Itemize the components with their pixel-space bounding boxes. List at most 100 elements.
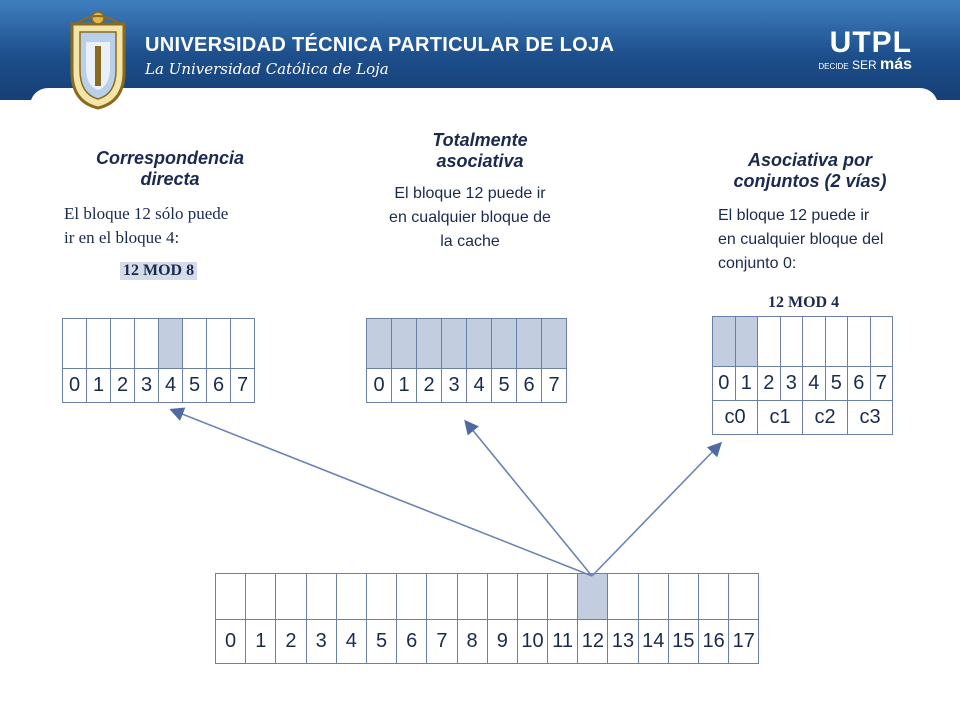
full-desc-line1: El bloque 12 puede ir [394, 185, 546, 202]
university-crest-icon [70, 11, 126, 110]
brand-tagline: DECIDE SER más [818, 56, 912, 74]
set-desc-line3: conjunto 0: [718, 255, 797, 272]
memory-slot [578, 574, 609, 620]
memory-block-number: 13 [608, 620, 639, 664]
set-cache-block-number: 7 [870, 367, 893, 401]
direct-cache-slot [63, 319, 87, 369]
memory-block-number: 16 [699, 620, 730, 664]
tagline-prefix: DECIDE [818, 62, 849, 71]
full-cache-block-number: 3 [442, 369, 467, 403]
direct-cache-block-number: 4 [159, 369, 183, 403]
memory-block-number: 2 [276, 620, 307, 664]
full-cache-block-number: 1 [392, 369, 417, 403]
tagline-strong: más [879, 56, 912, 73]
arrow-to-full [464, 419, 593, 577]
set-heading-line1: Asociativa por [747, 150, 873, 170]
full-cache-slot [417, 319, 442, 369]
set-associative-heading: Asociativa por conjuntos (2 vías) [710, 150, 910, 192]
direct-cache-block-number: 0 [63, 369, 87, 403]
header-banner [0, 0, 960, 100]
memory-block-number: 4 [336, 620, 367, 664]
full-cache-slot [517, 319, 542, 369]
set-heading-line2: conjuntos (2 vías) [733, 171, 887, 191]
direct-mapping-formula: 12 MOD 8 [120, 262, 198, 280]
direct-cache-block-number: 6 [207, 369, 231, 403]
direct-cache-slot [207, 319, 231, 369]
tagline-mid: SER [851, 58, 877, 72]
memory-block-number: 15 [668, 620, 699, 664]
arrow-to-direct [169, 407, 593, 577]
set-cache-slot [803, 317, 826, 367]
full-cache-slot [442, 319, 467, 369]
set-cache-block-number: 5 [825, 367, 848, 401]
university-subtitle: La Universidad Católica de Loja [145, 60, 389, 78]
memory-slot [457, 574, 488, 620]
set-cache-block-number: 0 [713, 367, 736, 401]
set-cache-slot [825, 317, 848, 367]
arrow-to-set [591, 441, 723, 577]
set-cache-block-number: 2 [758, 367, 781, 401]
set-cache-slot [780, 317, 803, 367]
direct-desc-line1: El bloque 12 sólo puede [64, 204, 229, 223]
memory-slot [668, 574, 699, 620]
memory-block-number: 3 [306, 620, 337, 664]
direct-cache-block-number: 5 [183, 369, 207, 403]
set-cache-block-number: 6 [848, 367, 871, 401]
memory-slot [699, 574, 730, 620]
full-cache-slot [392, 319, 417, 369]
set-associative-formula: 12 MOD 4 [768, 294, 840, 311]
memory-slot [306, 574, 337, 620]
set-cache-slot [713, 317, 736, 367]
full-cache-block-number: 6 [517, 369, 542, 403]
set-desc-line2: en cualquier bloque del [718, 231, 884, 248]
set-cache-slot [848, 317, 871, 367]
set-cache-set-label: c2 [803, 401, 848, 435]
direct-cache-block-number: 3 [135, 369, 159, 403]
full-cache-slot [467, 319, 492, 369]
memory-slot [366, 574, 398, 620]
memory-block-number: 1 [246, 620, 277, 664]
memory-slot [548, 574, 579, 620]
direct-cache-slot [159, 319, 183, 369]
memory-block-number: 12 [578, 620, 609, 664]
full-cache-block-number: 2 [417, 369, 442, 403]
set-cache-block-number: 3 [780, 367, 803, 401]
memory-slot [336, 574, 367, 620]
full-cache-block-number: 5 [492, 369, 517, 403]
direct-cache-slot [111, 319, 135, 369]
memory-block-number: 9 [487, 620, 518, 664]
full-heading-line2: asociativa [436, 151, 524, 171]
direct-cache-slot [87, 319, 111, 369]
full-heading-line1: Totalmente [432, 130, 528, 150]
memory-slot [729, 574, 760, 620]
full-cache-block-number: 7 [542, 369, 567, 403]
full-desc-line3: la cache [440, 233, 500, 250]
set-desc-line1: El bloque 12 puede ir [718, 207, 870, 224]
memory-slot [517, 574, 549, 620]
memory-slot [246, 574, 277, 620]
memory-block-number: 10 [517, 620, 549, 664]
set-cache-block-number: 4 [803, 367, 826, 401]
full-cache-slot [492, 319, 517, 369]
memory-block-number: 6 [397, 620, 428, 664]
set-cache-set-label: c0 [713, 401, 758, 435]
direct-heading-line2: directa [140, 169, 200, 189]
memory-block-number: 17 [729, 620, 760, 664]
memory-slot [216, 574, 247, 620]
memory-block-number: 11 [548, 620, 579, 664]
direct-desc-line2: ir en el bloque 4: [64, 228, 180, 247]
memory-slot [608, 574, 639, 620]
set-cache-block-number: 1 [735, 367, 758, 401]
memory-block-number: 0 [216, 620, 247, 664]
memory-slot [427, 574, 458, 620]
set-cache-slot [870, 317, 893, 367]
direct-cache-block-number: 7 [231, 369, 255, 403]
fully-associative-heading: Totalmente asociativa [380, 130, 580, 172]
full-cache-block-number: 4 [467, 369, 492, 403]
memory-slot [638, 574, 669, 620]
